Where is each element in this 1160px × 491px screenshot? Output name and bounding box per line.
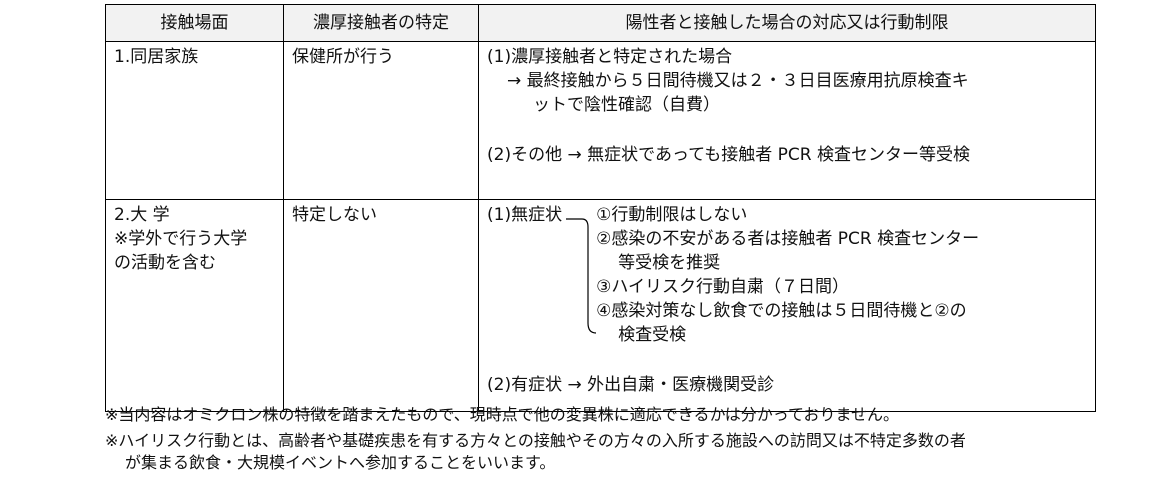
scene-label: 2.大 学 — [114, 205, 170, 225]
list-item: ②感染の不安がある者は接触者 PCR 検査センター — [596, 229, 980, 249]
response-p1-title: (1)濃厚接触者と特定された場合 — [487, 47, 733, 67]
table-row: 1.同居家族 保健所が行う (1)濃厚接触者と特定された場合 → 最終接触から５… — [105, 41, 1096, 200]
response-p1-title: (1)無症状 — [487, 205, 563, 225]
response-p2: (2)その他 → 無症状であっても接触者 PCR 検査センター等受検 — [487, 145, 971, 165]
response-p1-line: ットで陰性確認（自費） — [533, 95, 720, 115]
list-item-cont: 等受検を推奨 — [618, 253, 721, 273]
identify-text: 保健所が行う — [292, 47, 394, 67]
list-item-cont: 検査受検 — [618, 325, 687, 345]
response-p1-line: → 最終接触から５日間待機又は２・３日目医療用抗原検査キ — [507, 71, 969, 91]
footnotes: ※当内容はオミクロン株の特徴を踏まえたもので、現時点で他の変異株に適応できるかは… — [105, 404, 1145, 474]
scene-label: 1.同居家族 — [114, 47, 199, 67]
response-p2: (2)有症状 → 外出自粛・医療機関受診 — [487, 375, 775, 395]
table-row: 2.大 学 ※学外で行う大学 の活動を含む 特定しない (1)無症状 ①行動制限… — [105, 199, 1096, 412]
scene-cell: 2.大 学 ※学外で行う大学 の活動を含む — [105, 199, 284, 412]
header-identify: 濃厚接触者の特定 — [283, 4, 479, 42]
identify-cell: 特定しない — [283, 199, 479, 412]
measure-list: ①行動制限はしない ②感染の不安がある者は接触者 PCR 検査センター 等受検を… — [596, 203, 1087, 347]
identify-text: 特定しない — [292, 205, 377, 225]
symptom-group: (1)無症状 ①行動制限はしない ②感染の不安がある者は接触者 PCR 検査セン… — [487, 203, 1087, 347]
scene-note: ※学外で行う大学 — [114, 229, 248, 249]
footnote: ※ハイリスク行動とは、高齢者や基礎疾患を有する方々との接触やその方々の入所する施… — [105, 431, 966, 450]
identify-cell: 保健所が行う — [283, 41, 479, 200]
list-item: ④感染対策なし飲食での接触は５日間待機と②の — [596, 301, 967, 321]
footnote-cont: が集まる飲食・大規模イベントへ参加することをいいます。 — [125, 453, 556, 472]
response-cell: (1)無症状 ①行動制限はしない ②感染の不安がある者は接触者 PCR 検査セン… — [478, 199, 1096, 412]
scene-note: の活動を含む — [114, 253, 216, 273]
response-cell: (1)濃厚接触者と特定された場合 → 最終接触から５日間待機又は２・３日目医療用… — [478, 41, 1096, 200]
header-response: 陽性者と接触した場合の対応又は行動制限 — [478, 4, 1096, 42]
table-header-row: 接触場面 濃厚接触者の特定 陽性者と接触した場合の対応又は行動制限 — [105, 4, 1096, 42]
footnote: ※当内容はオミクロン株の特徴を踏まえたもので、現時点で他の変異株に適応できるかは… — [105, 405, 900, 424]
scene-cell: 1.同居家族 — [105, 41, 284, 200]
header-scene: 接触場面 — [105, 4, 284, 42]
list-item: ①行動制限はしない — [596, 205, 748, 225]
brace-icon — [562, 213, 597, 334]
list-item: ③ハイリスク行動自粛（７日間） — [596, 277, 849, 297]
response-table: 接触場面 濃厚接触者の特定 陽性者と接触した場合の対応又は行動制限 1.同居家族… — [105, 4, 1096, 412]
